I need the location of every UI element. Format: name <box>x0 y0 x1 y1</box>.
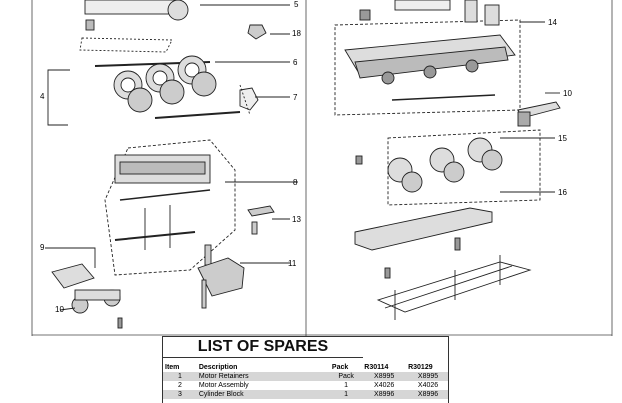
col-pack: Pack <box>331 363 349 371</box>
callout-10-left: 10 <box>55 305 64 314</box>
table-row: 1 Motor Retainers Pack X8995 X8995 <box>163 372 448 381</box>
spares-table: Item Description Pack R30114 R30129 1 Mo… <box>163 363 448 399</box>
callout-6: 6 <box>293 58 298 67</box>
callout-18: 18 <box>292 29 301 38</box>
callout-5: 5 <box>294 0 299 9</box>
cell-r30114: X8996 <box>362 390 407 399</box>
cell-r30129: X4026 <box>417 382 439 389</box>
panel-frame <box>31 0 613 336</box>
cell-description: Motor Assembly <box>198 382 249 389</box>
exploded-parts-diagram: 5 18 4 6 7 8 9 10 11 13 14 15 16 10 <box>31 0 613 336</box>
small-parts-group <box>197 205 290 309</box>
callout-7: 7 <box>293 93 298 102</box>
callout-15: 15 <box>558 134 567 143</box>
cell-pack: Pack <box>329 372 363 381</box>
cell-item: 3 <box>163 390 197 399</box>
cell-item: 1 <box>163 372 197 381</box>
callout-11: 11 <box>288 259 297 268</box>
callout-9: 9 <box>40 243 45 252</box>
wheels-15-group <box>355 129 555 206</box>
cell-r30114: X4026 <box>374 382 395 389</box>
spares-title: LIST OF SPARES <box>163 337 363 358</box>
callout-10-right: 10 <box>563 89 572 98</box>
cell-description: Motor Retainers <box>196 372 330 381</box>
cell-pack: 1 <box>344 382 349 389</box>
cell-r30129: X8996 <box>406 390 448 399</box>
cell-item: 2 <box>177 382 182 389</box>
cell-r30129: X8995 <box>406 372 448 381</box>
cell-description: Cylinder Block <box>196 390 330 399</box>
col-item: Item <box>165 363 180 371</box>
spares-header-row: Item Description Pack R30114 R30129 <box>163 363 448 372</box>
keeper-plate-16-group <box>354 191 555 320</box>
chassis-assembly-group <box>104 139 298 276</box>
frame-14-group <box>334 0 545 116</box>
callout-13: 13 <box>292 215 301 224</box>
callout-4: 4 <box>40 92 45 101</box>
callout-16: 16 <box>558 188 567 197</box>
callout-14: 14 <box>548 18 557 27</box>
top-parts-group <box>84 0 290 40</box>
coupling-rods-group <box>239 84 290 116</box>
cell-pack: 1 <box>329 390 363 399</box>
list-of-spares: LIST OF SPARES Item Description Pack R30… <box>162 336 449 403</box>
callout-8: 8 <box>293 178 298 187</box>
col-r30114: R30114 <box>364 363 389 371</box>
cell-r30114: X8995 <box>362 372 407 381</box>
wheelset-group <box>113 55 290 113</box>
col-description: Description <box>198 363 238 371</box>
bogie-group <box>45 247 123 329</box>
table-row: 3 Cylinder Block 1 X8996 X8996 <box>163 390 448 399</box>
pony-truck-group <box>517 92 561 127</box>
table-row: 2 Motor Assembly 1 X4026 X4026 <box>163 381 448 390</box>
col-r30129: R30129 <box>408 363 433 371</box>
